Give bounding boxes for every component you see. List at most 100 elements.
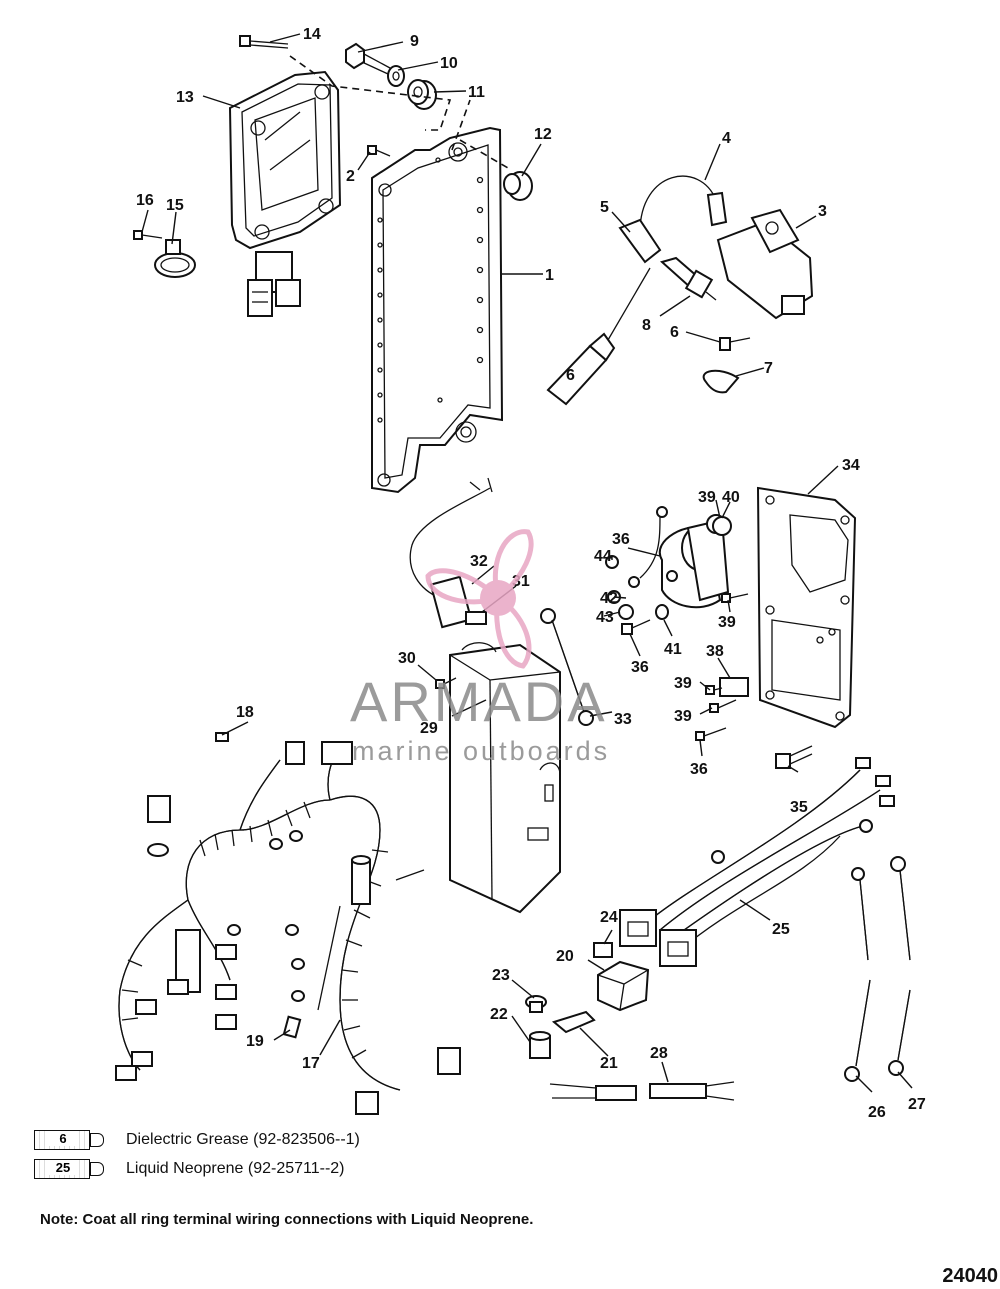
callout-labels: 14 9 10 11 12 13 2 1 16 15 4 3 5 8 6 7 3… <box>136 26 926 1121</box>
callout-36b: 36 <box>690 761 708 778</box>
callout-18: 18 <box>236 704 254 721</box>
washer-part <box>387 65 405 87</box>
legend-text: Liquid Neoprene (92-25711--2) <box>126 1160 345 1177</box>
ignition-module-part <box>228 70 342 317</box>
callout-6: 6 <box>670 324 679 341</box>
tube-label: 6 <box>566 367 575 384</box>
screw-part <box>621 619 651 635</box>
electrical-bracket-part <box>449 642 561 914</box>
relay-part <box>597 960 650 1012</box>
grommet-part <box>407 79 437 110</box>
armada-watermark-logo: ARMADA marine outboards <box>350 529 610 766</box>
bushing-part <box>529 1031 551 1059</box>
callout-27: 27 <box>908 1096 926 1113</box>
callout-38: 38 <box>706 643 724 660</box>
callout-14: 14 <box>303 26 321 43</box>
callout-34: 34 <box>842 457 860 474</box>
screw-part <box>435 677 457 689</box>
callout-16: 16 <box>136 192 154 209</box>
watermark-brand: ARMADA <box>350 670 608 733</box>
retaining-clip-part <box>702 369 740 394</box>
spark-plug-part <box>659 256 717 301</box>
screw-part <box>709 699 737 713</box>
callout-21: 21 <box>600 1055 618 1072</box>
starter-solenoid-part <box>628 506 732 609</box>
legend-text: Dielectric Grease (92-823506--1) <box>126 1131 360 1148</box>
callout-12: 12 <box>534 126 552 143</box>
spark-plug-lead-part <box>618 175 728 264</box>
callout-36a: 36 <box>631 659 649 676</box>
ground-cable-part <box>844 867 871 1082</box>
propeller-icon <box>425 529 534 669</box>
callout-24: 24 <box>600 909 618 926</box>
callout-32: 32 <box>470 553 488 570</box>
callout-26: 26 <box>868 1104 886 1121</box>
callout-10: 10 <box>440 55 458 72</box>
screw-part <box>367 145 391 157</box>
ground-strap-part <box>540 608 594 726</box>
mounting-plate-part <box>371 126 504 494</box>
battery-cable-harness-part <box>619 757 895 967</box>
screw-part <box>721 593 749 603</box>
callout-33: 33 <box>614 711 632 728</box>
callout-13: 13 <box>176 89 194 106</box>
callout-39b: 39 <box>674 708 692 725</box>
callout-39a: 39 <box>718 614 736 631</box>
callout-23: 23 <box>492 967 510 984</box>
legend-row-liquid-neoprene: 25 Liquid Neoprene (92-25711--2) <box>34 1156 345 1182</box>
note-text: Note: Coat all ring terminal wiring conn… <box>40 1211 534 1228</box>
relay-bracket-part <box>551 1010 596 1034</box>
screw-part <box>719 337 751 351</box>
bushing-part <box>655 604 669 620</box>
callout-15: 15 <box>166 197 184 214</box>
callout-35: 35 <box>790 799 808 816</box>
callout-22: 22 <box>490 1006 508 1023</box>
ignition-coil-part <box>716 208 814 320</box>
bolt-part <box>239 35 289 49</box>
figure-number: 24040 <box>942 1265 998 1287</box>
watermark-tagline: marine outboards <box>352 736 610 766</box>
callout-42: 40 <box>722 489 740 506</box>
grease-tube-part: 6 <box>546 267 651 406</box>
cable-clamp-part <box>154 239 196 278</box>
legend-tube-number: 6 <box>48 1131 78 1146</box>
callout-25: 25 <box>772 921 790 938</box>
callout-37: 36 <box>612 531 630 548</box>
callout-20: 20 <box>556 948 574 965</box>
legend-row-dielectric-grease: 6 Dielectric Grease (92-823506--1) <box>34 1127 360 1153</box>
callout-2: 2 <box>346 168 355 185</box>
callout-7: 7 <box>764 360 773 377</box>
callout-11: 11 <box>468 84 485 101</box>
heat-shrink-sleeve-part <box>282 1015 302 1039</box>
electrical-plate-part <box>756 486 857 729</box>
grease-tube-icon: 6 <box>34 1130 106 1150</box>
callout-46: 44 <box>594 548 612 565</box>
screw-part <box>133 230 163 240</box>
main-wiring-harness-part <box>115 741 461 1115</box>
ground-cable-part <box>888 856 911 1076</box>
callout-28: 28 <box>650 1045 668 1062</box>
neoprene-tube-icon: 25 <box>34 1159 106 1179</box>
callout-3: 3 <box>818 203 827 220</box>
callout-8: 8 <box>642 317 651 334</box>
callout-19: 19 <box>246 1033 264 1050</box>
callout-40: 39 <box>674 675 692 692</box>
callout-17: 17 <box>302 1055 320 1072</box>
bolt-part <box>775 745 813 769</box>
grommet-part <box>525 995 547 1013</box>
spacer-part <box>503 171 533 201</box>
screw-part <box>695 727 727 741</box>
callout-43: 41 <box>664 641 682 658</box>
callout-29: 29 <box>420 720 438 737</box>
callout-5: 5 <box>600 199 609 216</box>
wire-harness-connector-part <box>409 477 493 629</box>
terminal-part <box>215 732 229 742</box>
callout-1: 1 <box>545 267 554 284</box>
callout-41: 39 <box>698 489 716 506</box>
bolt-part <box>345 42 391 75</box>
nut-part <box>618 604 634 620</box>
callout-44: 42 <box>600 590 618 607</box>
callout-30: 30 <box>398 650 416 667</box>
callout-45: 43 <box>596 609 614 626</box>
